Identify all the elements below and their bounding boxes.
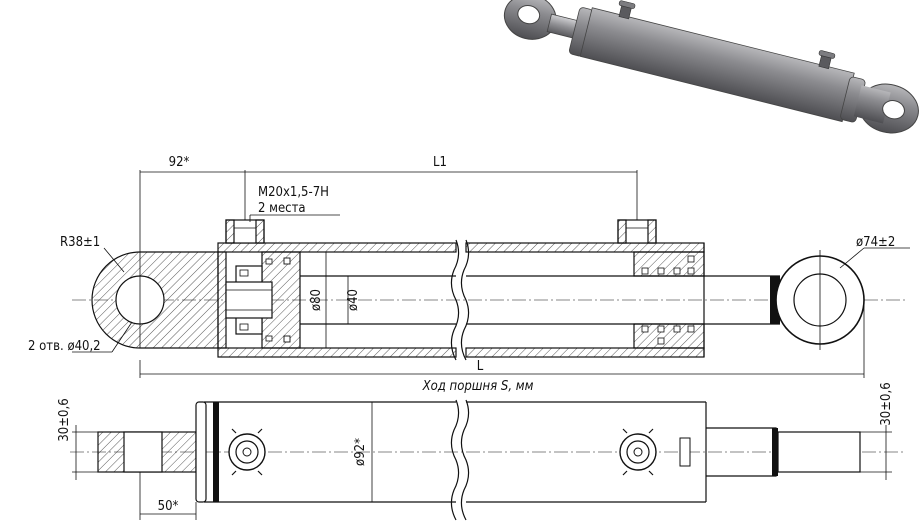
dim-port-count: 2 места: [258, 201, 306, 216]
dim-port-thread: M20x1,5-7H: [258, 185, 329, 200]
cylinder-3d-render: [503, 0, 919, 134]
port-front-left: [228, 428, 266, 476]
dim-left-eye-width: 30±0,6: [57, 398, 72, 441]
dim-eye-radius: R38±1: [60, 235, 100, 250]
port-right: [617, 219, 657, 244]
section-view: 92* L1 M20x1,5-7H 2 места R38±1 2 отв. ø…: [28, 155, 910, 394]
dim-eye-offset: 92*: [169, 155, 190, 170]
dim-eye-length: 50*: [158, 499, 179, 514]
port-front-right: [619, 428, 657, 476]
dim-pin-holes: 2 отв. ø40,2: [28, 339, 101, 354]
dim-port-spacing: L1: [433, 155, 447, 170]
dim-rod: ø40: [346, 289, 361, 311]
side-view: 30±0,6 30±0,6 ø92* 50*: [57, 382, 905, 521]
dim-tube-diameter: ø92*: [353, 438, 368, 466]
dim-bore: ø80: [309, 289, 324, 311]
port-left: [225, 219, 265, 244]
dim-right-eye-width: 30±0,6: [879, 382, 894, 425]
dim-rod-eye: ø74±2: [856, 235, 895, 250]
dim-stroke: Ход поршня S, мм: [422, 379, 534, 394]
dim-length: L: [477, 359, 484, 374]
